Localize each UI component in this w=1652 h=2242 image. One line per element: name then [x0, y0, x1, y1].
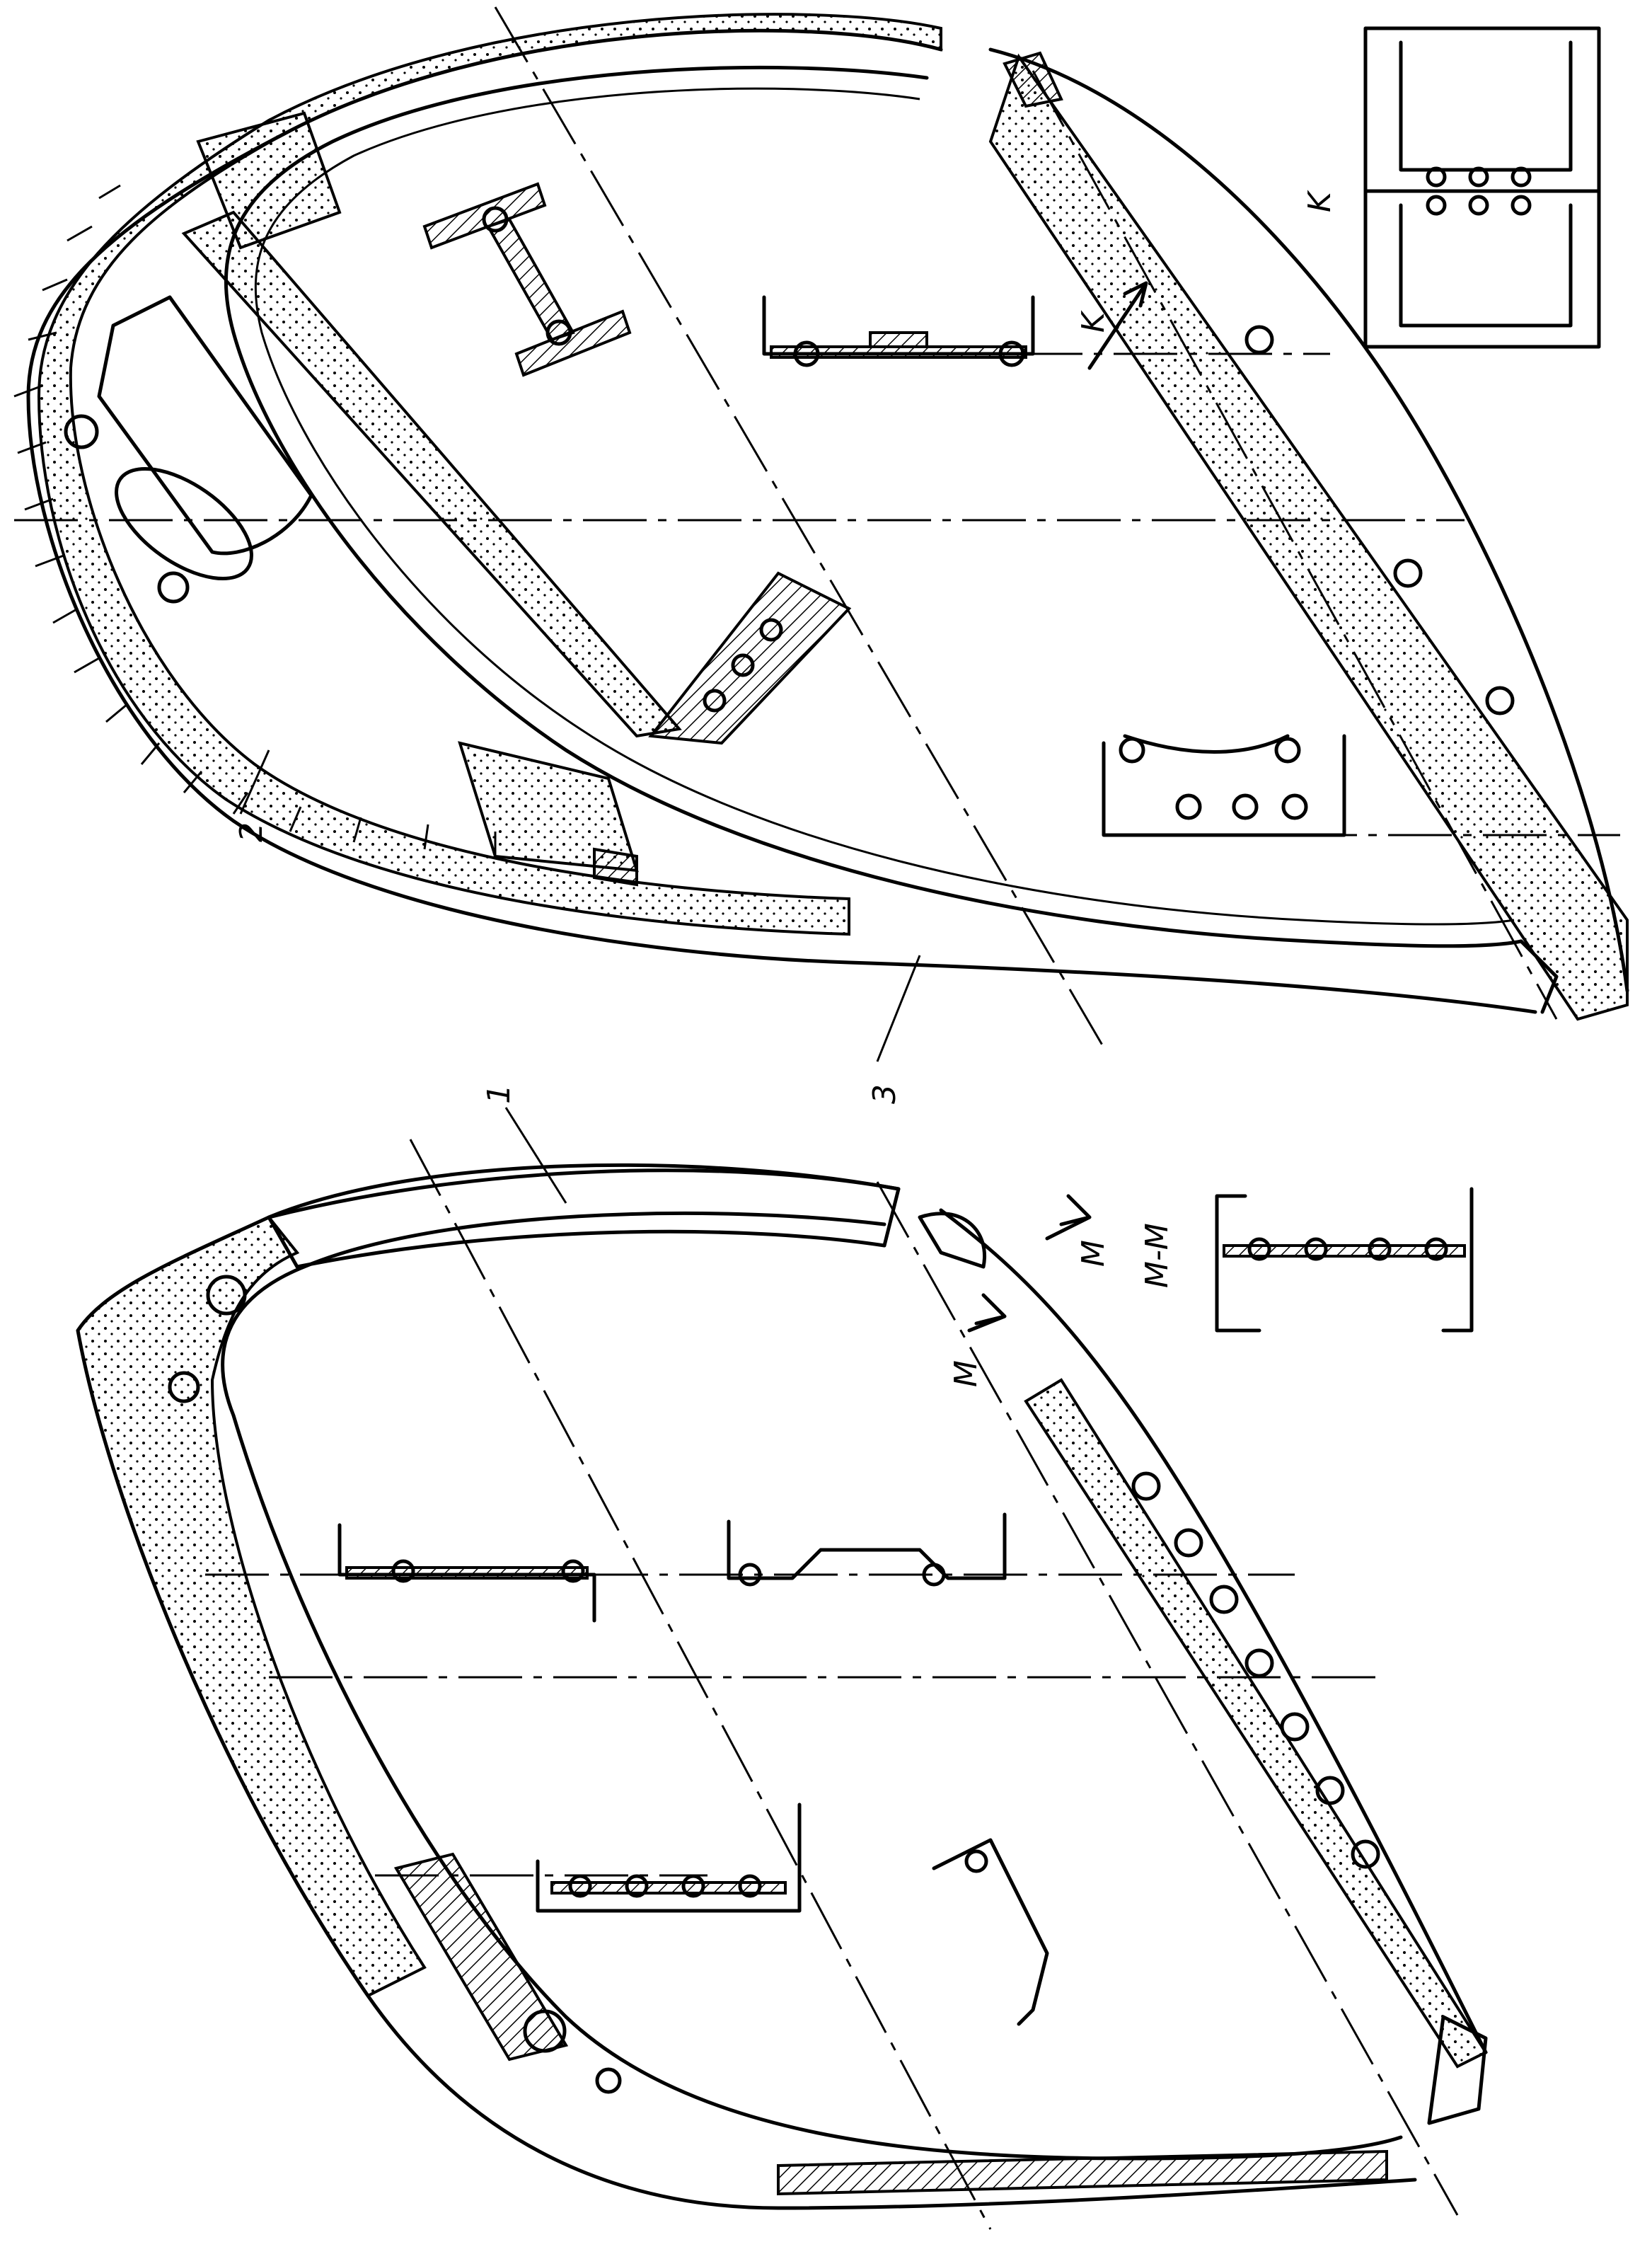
lower-frame-hole-2 [168, 1371, 200, 1403]
lower-frame-hole-6 [1174, 1528, 1203, 1558]
lower-frame-hole-9 [1280, 1712, 1310, 1742]
upper-frame-inner-opening [224, 65, 1523, 948]
lower-axis-diagonal-b [876, 1181, 1459, 2216]
lower-frame-bottom-rim-segment [777, 2149, 1388, 2196]
upper-section-channel [762, 295, 1035, 367]
label-arrow-k: K [1075, 310, 1111, 333]
lower-section-hook-profile [932, 1838, 1049, 2026]
leader-part-3 [876, 955, 921, 1062]
leader-part-1 [504, 1107, 567, 1204]
lower-frame-hole-4 [595, 2067, 622, 2094]
upper-frame-oval-cutout [115, 466, 253, 581]
lower-frame-top-rim-segment [267, 1168, 901, 1269]
upper-frame-end-hatch [1003, 51, 1063, 108]
upper-section-stepped-web [648, 571, 852, 745]
upper-frame-hole-b [157, 571, 190, 604]
upper-frame-splice-hatch [593, 847, 638, 887]
label-part-1: 1 [481, 1084, 517, 1104]
upper-axis-diagonal-a [494, 6, 1105, 1048]
view-k-inset [1363, 26, 1601, 349]
lower-frame-corner-fitting [918, 1212, 986, 1269]
lower-frame-hole-8 [1244, 1648, 1274, 1678]
lower-frame-outer-band [76, 1215, 427, 1998]
label-part-3: 3 [867, 1084, 903, 1104]
upper-section-bracket [1102, 734, 1346, 837]
upper-frame-joint-plate-top [196, 111, 342, 250]
arrow-k [1087, 281, 1148, 370]
lower-frame-hole-1 [206, 1275, 247, 1316]
lower-frame-hole-11 [1351, 1839, 1380, 1869]
label-part-2: 2 [233, 822, 270, 842]
arrow-m-upper [1045, 1194, 1092, 1241]
upper-frame-hole-e [1485, 686, 1515, 715]
arrow-m-lower [967, 1293, 1007, 1333]
upper-frame-lower-beam-edge [988, 47, 1629, 993]
upper-frame-hole-d [1393, 558, 1423, 588]
upper-frame-lower-beam [988, 53, 1629, 1021]
upper-axis-diagonal-b [1032, 70, 1558, 1020]
label-section-m-m: M-M [1139, 1223, 1175, 1288]
lower-section-l-profile [536, 1803, 802, 1913]
lower-frame-end-fitting [1427, 2015, 1488, 2125]
lower-frame-hole-10 [1315, 1776, 1345, 1805]
upper-frame [13, 6, 1629, 1048]
upper-frame-hole-a [64, 414, 99, 449]
label-arrow-m-upper: M [1075, 1240, 1111, 1267]
section-m-m [1215, 1187, 1474, 1333]
lower-frame-hole-3 [523, 2009, 567, 2053]
lower-section-z-profile [337, 1523, 596, 1623]
label-arrow-m-lower: M [948, 1360, 984, 1387]
upper-frame-outer-band [37, 13, 942, 936]
lower-frame-hole-7 [1209, 1585, 1239, 1614]
lower-frame-splice-plate [393, 1852, 569, 2062]
upper-frame-hole-c [1244, 325, 1274, 355]
upper-section-i-beam [422, 182, 632, 377]
upper-frame-inner-flange [254, 87, 1515, 926]
lower-frame-lower-beam [1024, 1378, 1488, 2069]
lower-axis-diagonal-a [409, 1139, 992, 2230]
upper-frame-diagonal-web [181, 210, 682, 738]
leader-part-2 [239, 749, 270, 815]
upper-frame-lightening-hole [97, 295, 313, 556]
lower-section-hat-profile [727, 1512, 1007, 1587]
lower-frame [76, 1139, 1488, 2230]
lower-frame-hole-5 [1131, 1471, 1161, 1501]
label-view-k: K [1302, 190, 1338, 212]
lower-frame-lower-beam-edge [939, 1208, 1488, 2054]
